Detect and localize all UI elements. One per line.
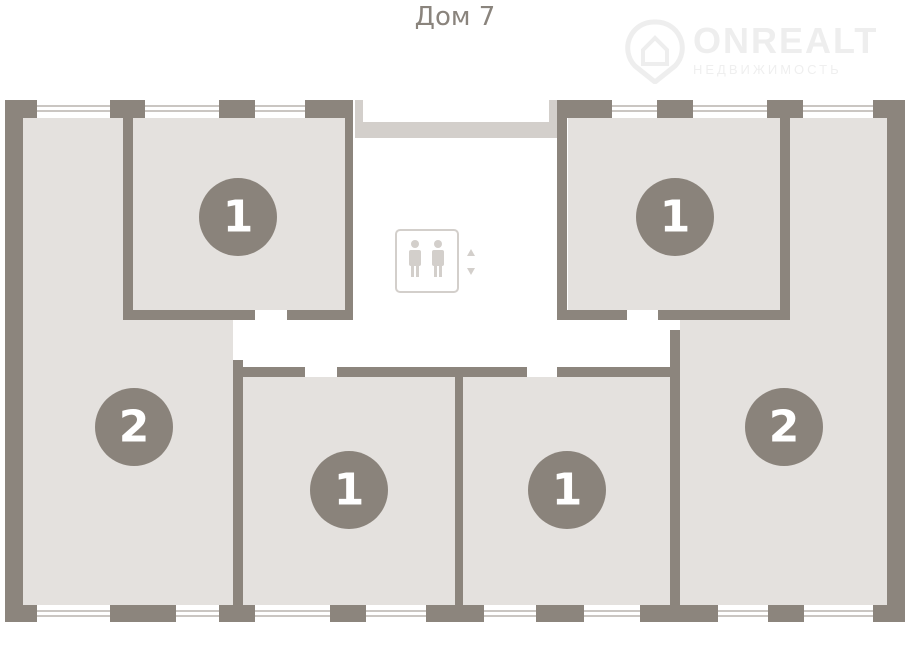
room-count-badge[interactable]	[528, 451, 606, 529]
room-count-right: 2	[769, 402, 800, 453]
windows	[37, 105, 873, 617]
up-down-arrows-icon	[467, 249, 475, 275]
room-count-top-right: 1	[660, 192, 691, 243]
house-pin-icon	[625, 19, 685, 84]
room-count-bottom-center-left: 1	[334, 465, 365, 516]
room-count-left: 2	[119, 402, 150, 453]
room-count-badge[interactable]	[310, 451, 388, 529]
watermark-brand: ONREALT	[693, 20, 879, 61]
room-count-badge[interactable]	[636, 178, 714, 256]
walls	[5, 100, 905, 622]
building-title: Дом 7	[414, 2, 496, 32]
watermark-subtitle: НЕДВИЖИМОСТЬ	[693, 62, 842, 77]
corridor	[233, 320, 680, 368]
lift-hall	[353, 118, 558, 320]
room-count-badge[interactable]	[199, 178, 277, 256]
room-count-bottom-center-right: 1	[552, 465, 583, 516]
room-count-badge[interactable]	[745, 388, 823, 466]
room-count-badge[interactable]	[95, 388, 173, 466]
room-count-top-left: 1	[223, 192, 254, 243]
light-wall	[549, 100, 557, 124]
light-wall	[355, 100, 363, 124]
elevator-icon	[395, 229, 459, 293]
light-wall	[355, 122, 557, 138]
watermark-logo: ONREALT НЕДВИЖИМОСТЬ	[625, 18, 895, 84]
